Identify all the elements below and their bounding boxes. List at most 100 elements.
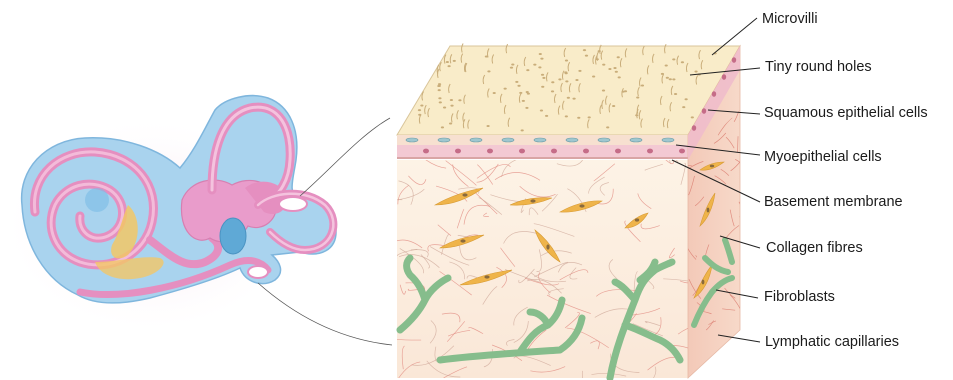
- label-fibroblasts: Fibroblasts: [764, 289, 835, 305]
- label-basement-membrane: Basement membrane: [764, 194, 903, 210]
- round-hole: [558, 78, 561, 80]
- round-hole: [565, 80, 568, 82]
- myoepithelial-nucleus: [583, 149, 589, 154]
- round-hole: [453, 60, 456, 62]
- round-hole: [438, 85, 441, 87]
- round-hole: [439, 101, 442, 103]
- round-hole: [592, 76, 595, 78]
- round-hole: [565, 115, 568, 117]
- round-hole: [681, 61, 684, 63]
- myoepithelial-nucleus: [647, 149, 653, 154]
- round-hole: [572, 98, 575, 100]
- round-hole: [525, 107, 528, 109]
- label-collagen-fibres: Collagen fibres: [766, 240, 863, 256]
- myoepithelial-nucleus: [487, 149, 493, 154]
- round-hole: [624, 90, 627, 92]
- round-hole: [636, 96, 639, 98]
- squamous-nucleus: [566, 138, 578, 142]
- round-hole: [641, 85, 644, 87]
- round-hole: [418, 109, 421, 111]
- myoepithelial-nucleus: [615, 149, 621, 154]
- squamous-nucleus: [406, 138, 418, 142]
- round-hole: [420, 104, 423, 106]
- round-hole: [596, 58, 599, 60]
- round-hole: [539, 53, 542, 55]
- round-hole: [577, 117, 580, 119]
- round-hole: [493, 92, 496, 94]
- myoepithelial-layer-front: [397, 145, 688, 158]
- round-hole: [446, 61, 449, 63]
- round-hole: [450, 99, 453, 101]
- round-window: [248, 266, 268, 278]
- round-hole: [485, 56, 488, 58]
- side-nucleus: [722, 74, 726, 80]
- round-hole: [669, 78, 672, 80]
- round-hole: [666, 77, 669, 79]
- round-hole: [606, 126, 609, 128]
- squamous-nucleus: [438, 138, 450, 142]
- myoepithelial-nucleus: [551, 149, 557, 154]
- round-hole: [533, 64, 536, 66]
- squamous-nucleus: [662, 138, 674, 142]
- round-hole: [635, 114, 638, 116]
- myoepithelial-nucleus: [679, 149, 685, 154]
- round-hole: [450, 105, 453, 107]
- myoepithelial-nucleus: [423, 149, 429, 154]
- round-hole: [598, 50, 601, 52]
- side-nucleus: [692, 125, 696, 131]
- inner-ear-illustration: [0, 96, 336, 335]
- round-hole: [602, 90, 605, 92]
- round-hole: [545, 115, 548, 117]
- round-hole: [608, 68, 611, 70]
- round-hole: [615, 71, 618, 73]
- round-hole: [418, 114, 421, 116]
- round-hole: [517, 85, 520, 87]
- round-hole: [449, 123, 452, 125]
- round-hole: [565, 59, 568, 61]
- zoom-line-lower: [258, 283, 392, 345]
- squamous-nucleus: [598, 138, 610, 142]
- round-hole: [526, 69, 529, 71]
- label-microvilli: Microvilli: [762, 11, 818, 27]
- round-hole: [588, 116, 591, 118]
- round-hole: [578, 70, 581, 72]
- round-hole: [540, 58, 543, 60]
- round-hole: [551, 90, 554, 92]
- label-lymphatic-capillaries: Lymphatic capillaries: [765, 334, 899, 350]
- round-hole: [672, 78, 675, 80]
- round-hole: [515, 81, 518, 83]
- zoom-line-upper: [300, 118, 390, 196]
- cochlea-apex: [85, 188, 109, 212]
- label-tiny-round-holes: Tiny round holes: [765, 59, 872, 75]
- round-hole: [682, 106, 685, 108]
- round-hole: [665, 65, 668, 67]
- ampulla-opening: [279, 197, 307, 211]
- side-nucleus: [712, 91, 716, 97]
- round-hole: [583, 49, 586, 51]
- round-hole: [541, 74, 544, 76]
- tissue-block: [380, 43, 753, 380]
- squamous-nucleus: [470, 138, 482, 142]
- round-hole: [661, 73, 664, 75]
- round-hole: [564, 71, 567, 73]
- round-hole: [438, 97, 441, 99]
- connective-tissue-front: [397, 160, 688, 378]
- round-hole: [612, 105, 615, 107]
- squamous-nucleus: [502, 138, 514, 142]
- round-hole: [672, 58, 675, 60]
- round-hole: [551, 81, 554, 83]
- round-hole: [504, 88, 507, 90]
- round-hole: [527, 93, 530, 95]
- round-hole: [694, 71, 697, 73]
- squamous-nucleus: [534, 138, 546, 142]
- round-hole: [519, 92, 522, 94]
- label-myoepithelial-cells: Myoepithelial cells: [764, 149, 882, 165]
- side-nucleus: [732, 57, 736, 63]
- round-hole: [458, 99, 461, 101]
- myoepithelial-nucleus: [519, 149, 525, 154]
- round-hole: [585, 55, 588, 57]
- round-hole: [486, 125, 489, 127]
- round-hole: [691, 116, 694, 118]
